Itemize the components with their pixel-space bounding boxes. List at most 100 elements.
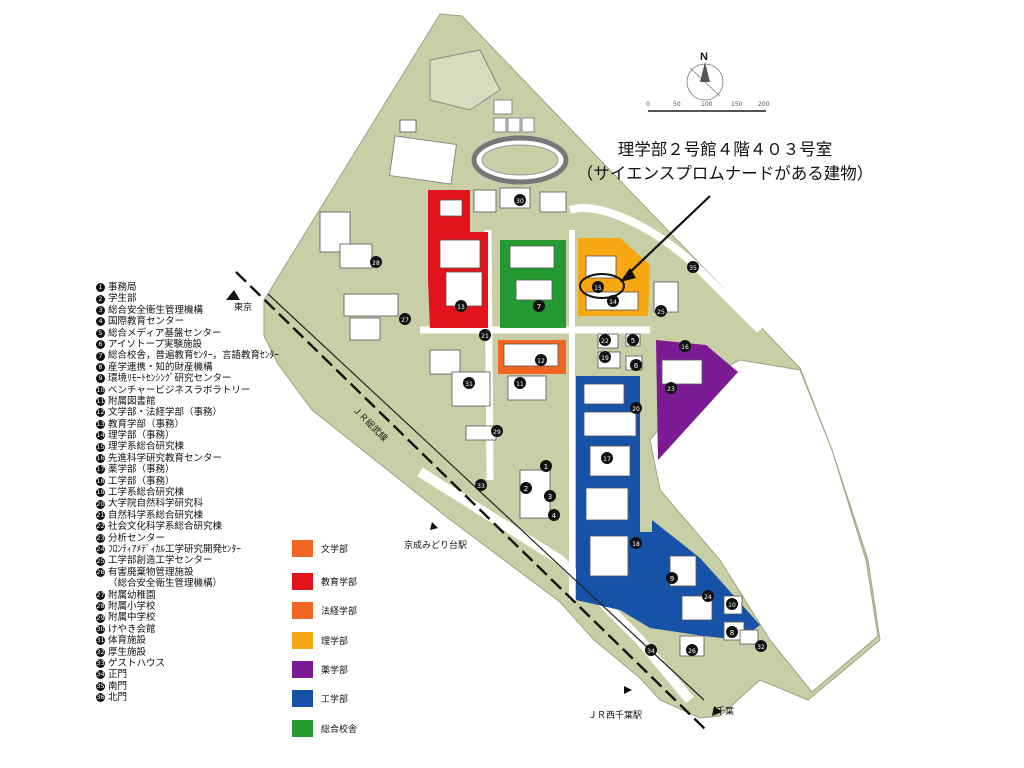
svg-text:4: 4 <box>552 512 557 520</box>
marker-10[interactable]: 10 <box>726 598 738 610</box>
color-legend-law-economics: 法経学部 <box>292 600 412 620</box>
svg-text:3: 3 <box>548 493 552 501</box>
marker-31[interactable]: 31 <box>463 377 475 389</box>
legend-label: 国際教育センター <box>108 316 185 328</box>
legend-label: 文学部・法経学部（事務） <box>108 407 223 419</box>
legend-item: （総合安全衛生管理機構） <box>96 578 279 589</box>
jr-station-label: ＪＲ西千葉駅 <box>588 709 642 721</box>
jr-station-arrow <box>624 686 632 694</box>
marker-16[interactable]: 16 <box>679 340 691 352</box>
marker-24[interactable]: 24 <box>702 590 714 602</box>
marker-19[interactable]: 19 <box>599 351 611 363</box>
marker-28[interactable]: 28 <box>370 256 382 268</box>
legend-label: 有害廃棄物管理施設 <box>108 566 194 578</box>
legend-number-icon: 10 <box>96 385 105 395</box>
svg-text:7: 7 <box>537 303 541 311</box>
marker-29[interactable]: 29 <box>491 425 503 437</box>
marker-30[interactable]: 30 <box>514 194 526 206</box>
marker-9[interactable]: 9 <box>666 572 678 584</box>
svg-text:6: 6 <box>634 362 639 370</box>
legend-number-icon: 22 <box>96 522 105 532</box>
marker-32[interactable]: 32 <box>755 640 767 652</box>
marker-5[interactable]: 5 <box>627 334 639 346</box>
svg-text:2: 2 <box>524 485 528 493</box>
legend-number-icon: 1 <box>96 283 105 293</box>
marker-26[interactable]: 26 <box>686 644 698 656</box>
marker-21[interactable]: 21 <box>479 329 491 341</box>
marker-23[interactable]: 23 <box>665 382 677 394</box>
marker-7[interactable]: 7 <box>533 300 545 312</box>
legend-number-icon: 9 <box>96 374 105 384</box>
marker-22[interactable]: 22 <box>599 334 611 346</box>
callout-arrowhead <box>620 268 636 282</box>
callout-arrow <box>625 195 711 277</box>
tokyo-label: 東京 <box>234 301 252 313</box>
marker-3[interactable]: 3 <box>544 490 556 502</box>
legend-label: 附属小学校 <box>108 600 156 612</box>
marker-34[interactable]: 34 <box>645 644 657 656</box>
marker-13[interactable]: 13 <box>455 300 467 312</box>
legend-number-icon: 24 <box>96 545 105 555</box>
svg-text:19: 19 <box>601 355 609 362</box>
legend-label: 自然科学系総合研究棟 <box>108 509 204 521</box>
marker-11[interactable]: 11 <box>514 377 526 389</box>
svg-text:1: 1 <box>544 463 548 471</box>
color-legend-label: 総合校舎 <box>321 724 358 735</box>
marker-25[interactable]: 25 <box>655 305 667 317</box>
legend-label: 分析センター <box>108 532 166 544</box>
legend-label: 教育学部（事務） <box>108 418 185 430</box>
marker-6[interactable]: 6 <box>630 359 642 371</box>
marker-8[interactable]: 8 <box>726 626 738 638</box>
marker-12[interactable]: 12 <box>535 354 547 366</box>
marker-15[interactable]: 15 <box>592 281 604 293</box>
svg-text:33: 33 <box>477 483 485 490</box>
legend-number-icon: 19 <box>96 488 105 498</box>
legend-label: けやき会館 <box>108 623 156 635</box>
marker-1[interactable]: 1 <box>540 460 552 472</box>
svg-text:35: 35 <box>689 265 697 272</box>
marker-33[interactable]: 33 <box>475 479 487 491</box>
legend-label: 南門 <box>108 680 128 692</box>
svg-text:25: 25 <box>657 309 665 316</box>
color-swatch <box>292 572 313 590</box>
color-legend-pharmacy: 薬学部 <box>292 659 412 679</box>
marker-2[interactable]: 2 <box>520 482 532 494</box>
marker-20[interactable]: 20 <box>630 402 642 414</box>
svg-text:15: 15 <box>594 285 602 292</box>
legend-number-icon: 20 <box>96 499 105 509</box>
svg-text:12: 12 <box>537 358 545 365</box>
legend-number-icon: 15 <box>96 442 105 452</box>
legend-number-icon: 34 <box>96 670 105 680</box>
legend-number-icon: 16 <box>96 454 105 464</box>
marker-4[interactable]: 4 <box>548 509 560 521</box>
legend-label: 総合メディア基盤センター <box>108 327 222 339</box>
legend-label: 薬学部（事務） <box>108 464 175 476</box>
marker-27[interactable]: 27 <box>399 313 411 325</box>
legend-label: 総合安全衛生管理機構 <box>108 304 204 316</box>
legend-label: 産学連携・知的財産機構 <box>108 361 213 373</box>
svg-text:5: 5 <box>631 337 635 345</box>
svg-text:28: 28 <box>372 260 380 267</box>
marker-18[interactable]: 18 <box>630 537 642 549</box>
color-legend-letters: 文学部 <box>292 538 412 558</box>
marker-35[interactable]: 35 <box>687 261 699 273</box>
svg-text:10: 10 <box>728 602 736 609</box>
marker-17[interactable]: 17 <box>601 452 613 464</box>
